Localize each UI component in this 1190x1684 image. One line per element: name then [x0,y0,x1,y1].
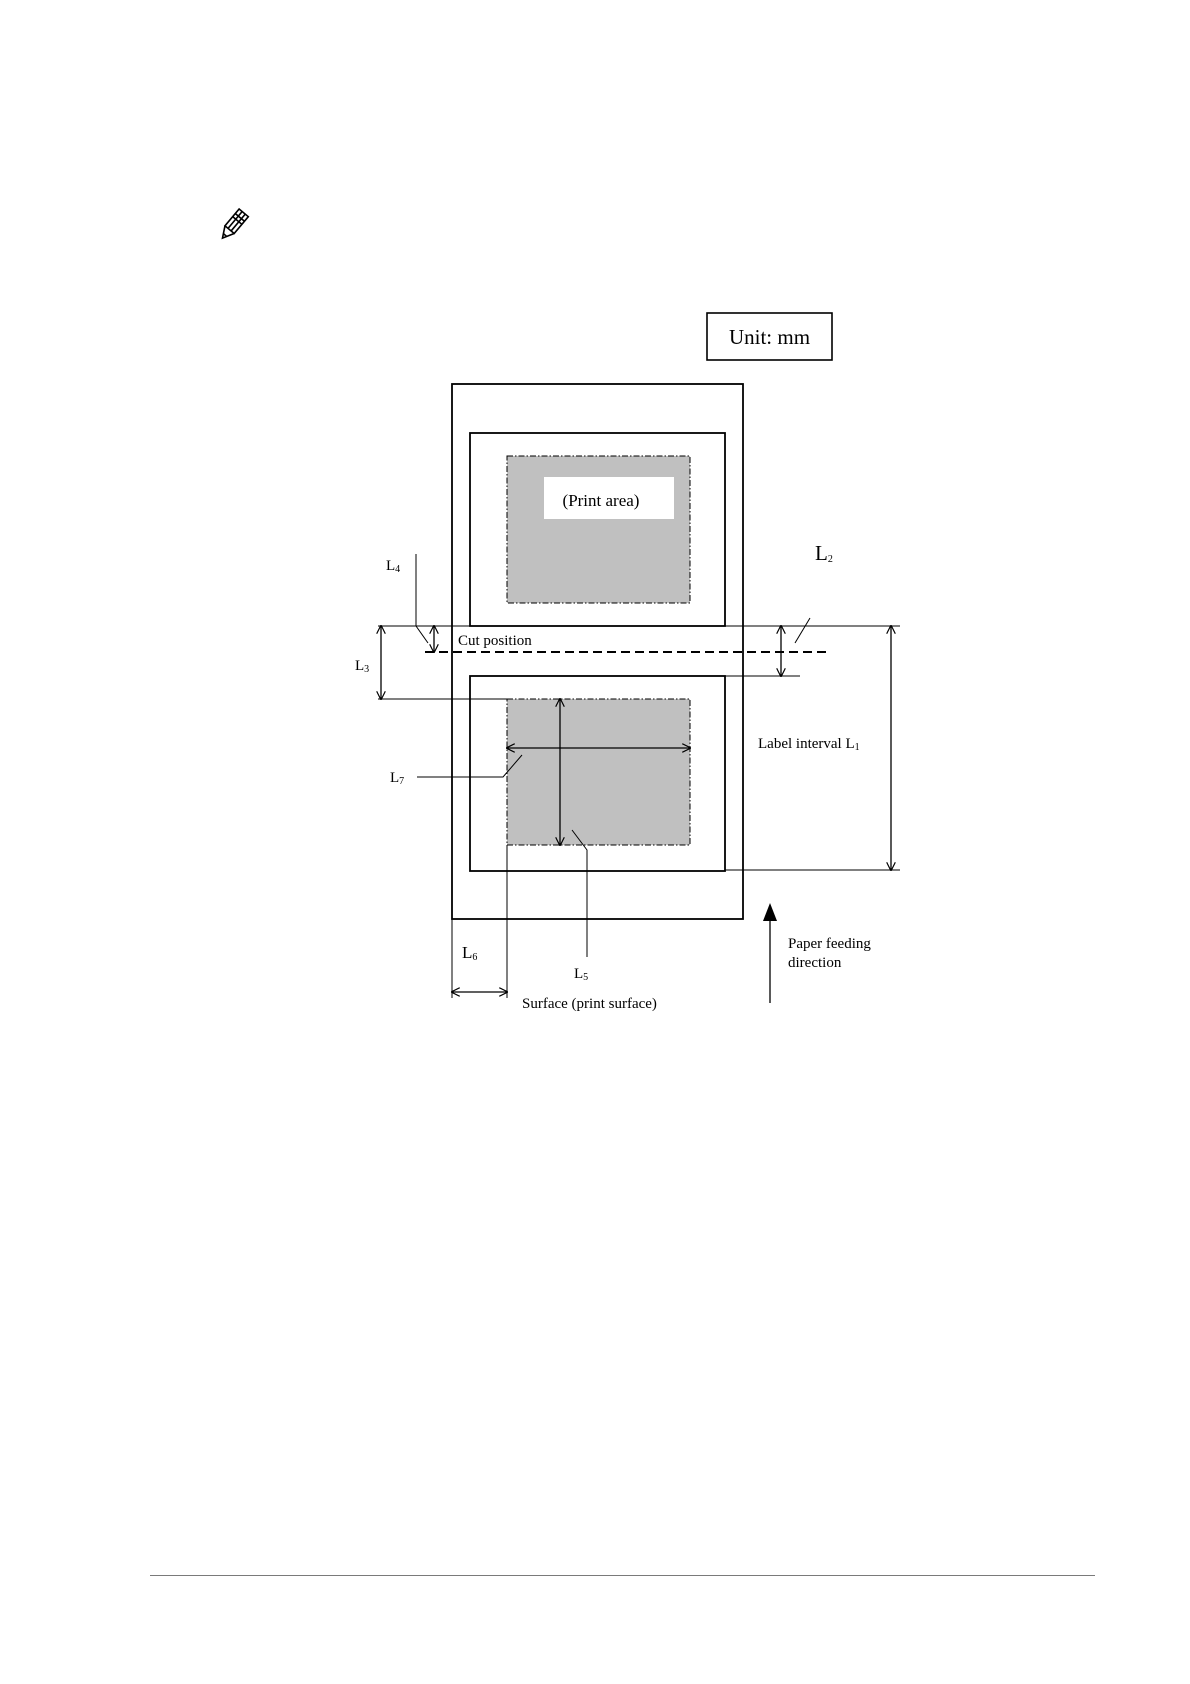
l2-label: L2 [815,541,833,565]
surface-label: Surface (print surface) [522,996,657,1012]
pencil-note-icon [218,209,248,242]
cut-position-label: Cut position [458,633,532,649]
l4-leader-tail [416,626,428,643]
label-interval-label: Label interval L1 [758,736,860,753]
l5-leader [572,830,587,957]
print-area-label: (Print area) [563,491,640,510]
print-area-lower [507,699,690,845]
l5-label: L5 [574,966,588,983]
l7-label: L7 [390,770,404,787]
paper-feed-label: Paper feeding direction [788,936,875,971]
l3-label: L3 [355,658,369,675]
l2-leader [795,618,810,643]
l6-label: L6 [462,943,477,963]
paper-feed-arrow-head [763,903,777,921]
unit-label: Unit: mm [729,325,810,349]
footer-rule [150,1575,1095,1576]
l4-label: L4 [386,558,400,575]
